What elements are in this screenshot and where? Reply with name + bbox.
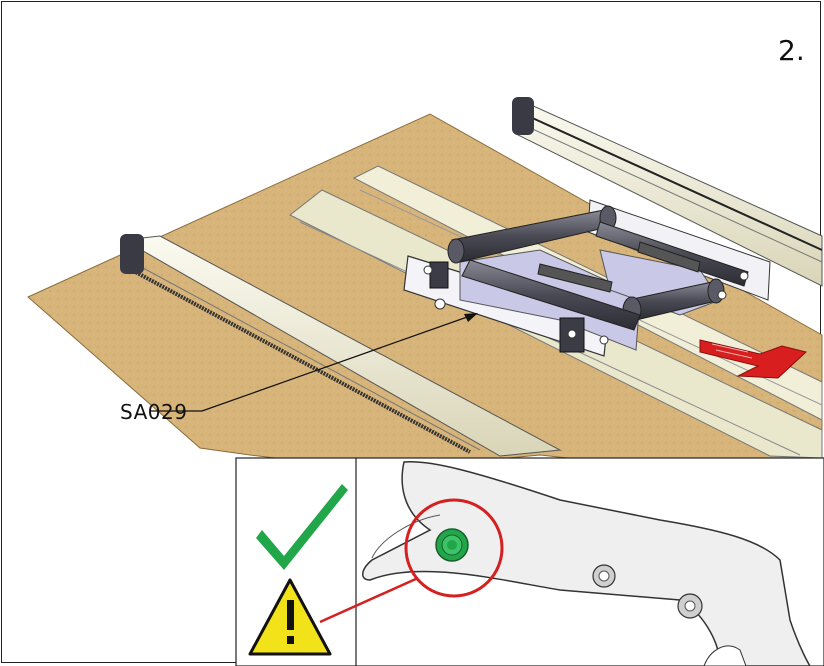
- direction-arrow: [699, 339, 808, 379]
- part-leader-line: [150, 313, 478, 412]
- part-label: SA029: [120, 400, 188, 424]
- carriage-assembly: [403, 199, 771, 357]
- rear-rail: [512, 97, 823, 287]
- detail-inset: [235, 457, 824, 666]
- front-rail: [120, 234, 562, 457]
- highlight-circle: [404, 498, 504, 598]
- check-icon: [256, 484, 348, 570]
- warning-icon: [248, 578, 332, 656]
- step-number: 2.: [778, 34, 805, 67]
